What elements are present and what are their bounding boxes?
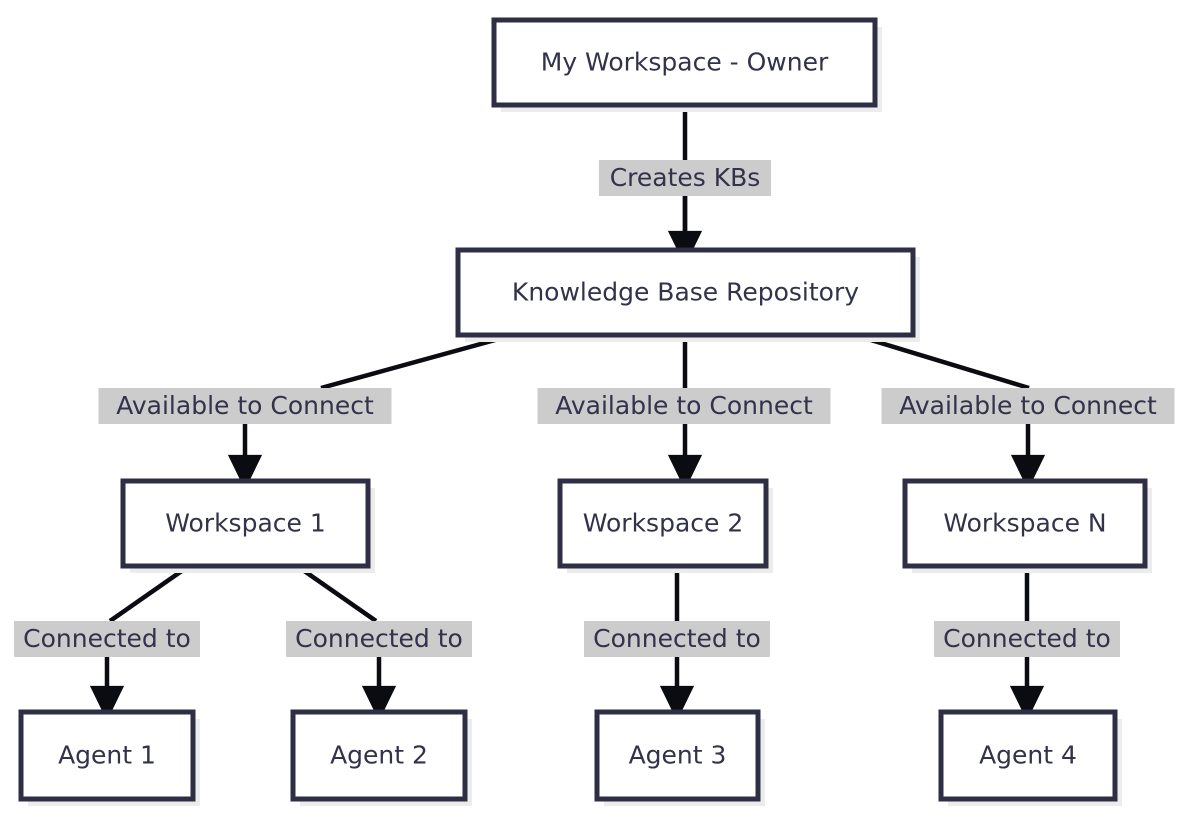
- edge-label-kb-ws1: Available to Connect: [98, 388, 392, 424]
- edge-line: [860, 334, 1030, 391]
- node-box[interactable]: [18, 709, 196, 802]
- node-agent1[interactable]: Agent 1: [18, 709, 200, 806]
- edge-label-text: Connected to: [943, 624, 1111, 653]
- node-ws2[interactable]: Workspace 2: [557, 478, 773, 573]
- edge-label-background: [584, 621, 770, 657]
- node-kb[interactable]: Knowledge Base Repository: [455, 247, 920, 342]
- edge-kb-to-ws1: [227, 334, 507, 491]
- edge-label-ws1-agent2: Connected to: [286, 621, 472, 657]
- edge-label-background: [98, 388, 392, 424]
- edge-label-ws1-agent1: Connected to: [14, 621, 200, 657]
- node-label: Workspace N: [943, 509, 1106, 538]
- node-label: My Workspace - Owner: [541, 48, 829, 77]
- edge-label-background: [537, 388, 831, 424]
- node-box[interactable]: [455, 247, 916, 338]
- node-agent4[interactable]: Agent 4: [938, 709, 1122, 806]
- edge-label-ws2-agent3: Connected to: [584, 621, 770, 657]
- edge-label-kb-ws2: Available to Connect: [537, 388, 831, 424]
- edge-ws1-to-agent2: [298, 566, 397, 722]
- node-ws1[interactable]: Workspace 1: [120, 478, 375, 573]
- edge-label-text: Connected to: [593, 624, 761, 653]
- node-box[interactable]: [902, 478, 1148, 569]
- edge-line: [298, 566, 378, 623]
- node-box[interactable]: [120, 478, 371, 569]
- node-box[interactable]: [290, 709, 468, 802]
- edge-label-background: [934, 621, 1120, 657]
- edge-label-background: [599, 160, 771, 196]
- edge-line: [108, 566, 188, 623]
- node-label: Agent 2: [330, 741, 428, 770]
- node-label: Workspace 2: [583, 509, 744, 538]
- node-box[interactable]: [938, 709, 1118, 802]
- edge-label-text: Available to Connect: [899, 391, 1157, 420]
- node-label: Agent 3: [629, 741, 727, 770]
- edge-line: [320, 334, 507, 391]
- node-box[interactable]: [491, 17, 878, 108]
- edge-label-owner-kb: Creates KBs: [599, 160, 771, 196]
- node-owner[interactable]: My Workspace - Owner: [491, 17, 882, 112]
- edge-kb-to-wsN: [860, 334, 1046, 491]
- edge-label-text: Connected to: [23, 624, 191, 653]
- edge-label-text: Connected to: [295, 624, 463, 653]
- edge-label-text: Available to Connect: [116, 391, 374, 420]
- node-agent2[interactable]: Agent 2: [290, 709, 472, 806]
- node-box[interactable]: [594, 709, 761, 802]
- edge-label-text: Available to Connect: [555, 391, 813, 420]
- edge-label-text: Creates KBs: [610, 163, 761, 192]
- node-label: Knowledge Base Repository: [512, 278, 859, 307]
- node-label: Workspace 1: [165, 509, 326, 538]
- edge-label-kb-wsN: Available to Connect: [881, 388, 1175, 424]
- edges-layer: [89, 105, 1046, 722]
- node-label: Agent 4: [979, 741, 1077, 770]
- node-box[interactable]: [557, 478, 769, 569]
- edge-label-background: [286, 621, 472, 657]
- edge-label-background: [14, 621, 200, 657]
- node-label: Agent 1: [58, 741, 156, 770]
- node-agent3[interactable]: Agent 3: [594, 709, 765, 806]
- node-wsN[interactable]: Workspace N: [902, 478, 1152, 573]
- edge-ws1-to-agent1: [89, 566, 188, 722]
- edge-label-wsN-agent4: Connected to: [934, 621, 1120, 657]
- edge-label-background: [881, 388, 1175, 424]
